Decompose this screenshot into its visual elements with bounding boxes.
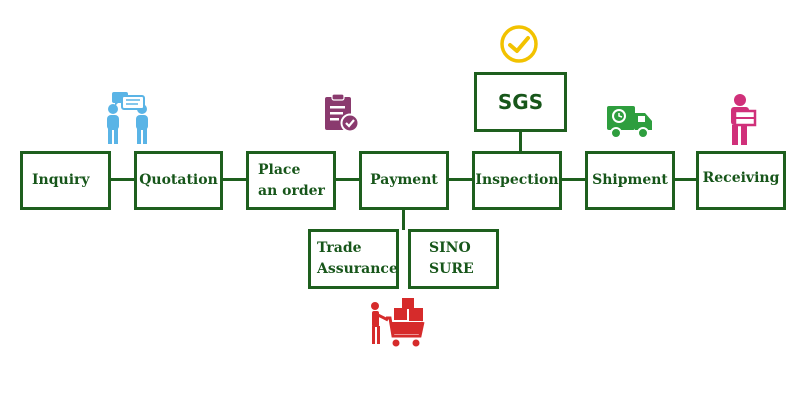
connector-line xyxy=(447,178,473,181)
step-inspection: Inspection xyxy=(472,151,562,210)
connector-line xyxy=(335,178,361,181)
people-chat-icon xyxy=(107,92,148,144)
step-payment: Payment xyxy=(359,151,449,210)
trade-assurance-line2: Assurance xyxy=(317,261,398,277)
payment-option-sino-sure: SINO SURE xyxy=(408,229,499,289)
step-inquiry: Inquiry xyxy=(20,151,111,210)
payment-option-trade-assurance: Trade Assurance xyxy=(308,229,399,289)
sgs-box: SGS xyxy=(474,72,567,132)
step-inspection-label: Inspection xyxy=(475,172,559,188)
sino-sure-line2: SURE xyxy=(429,261,474,277)
shopping-cart-icon xyxy=(371,298,425,347)
step-shipment: Shipment xyxy=(585,151,675,210)
connector-line xyxy=(561,178,587,181)
connector-line xyxy=(222,178,248,181)
step-inquiry-label: Inquiry xyxy=(32,172,90,188)
trade-assurance-line1: Trade xyxy=(317,240,362,256)
connector-line xyxy=(402,208,405,230)
step-quotation-label: Quotation xyxy=(139,172,218,188)
connector-line xyxy=(110,178,136,181)
step-receiving: Receiving xyxy=(696,151,786,210)
checkmark-circle-icon xyxy=(500,25,538,63)
clipboard-check-icon xyxy=(325,93,360,133)
step-place-order: Place an order xyxy=(246,151,336,210)
connector-line xyxy=(519,130,522,152)
sgs-label: SGS xyxy=(497,90,544,114)
step-receiving-label: Receiving xyxy=(702,170,780,186)
step-shipment-label: Shipment xyxy=(592,172,668,188)
connector-line xyxy=(674,178,697,181)
step-payment-label: Payment xyxy=(370,172,438,188)
step-place-order-line2: an order xyxy=(258,182,325,199)
delivery-truck-icon xyxy=(607,106,652,139)
person-carrying-box-icon xyxy=(731,94,757,145)
step-place-order-line1: Place xyxy=(258,161,301,178)
step-quotation: Quotation xyxy=(134,151,223,210)
sino-sure-line1: SINO xyxy=(429,240,471,256)
